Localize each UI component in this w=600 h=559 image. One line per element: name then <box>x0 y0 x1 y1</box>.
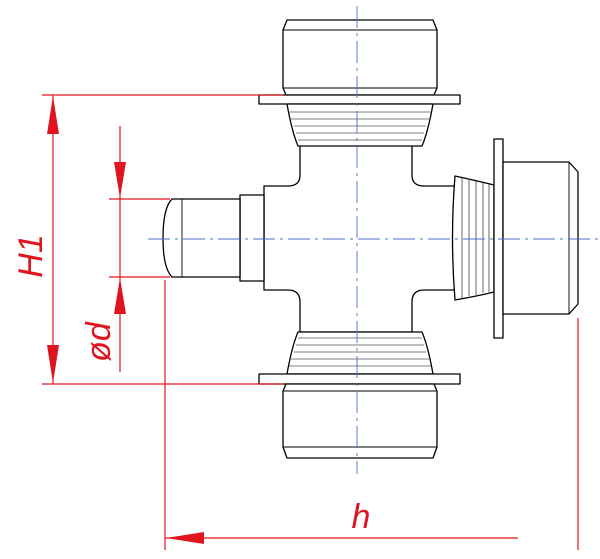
bottom-bearing-cup <box>258 331 461 459</box>
cross-body <box>263 144 456 333</box>
universal-joint-cross <box>148 6 598 474</box>
top-bearing-cup <box>258 19 461 147</box>
dimension-diameter <box>109 126 170 372</box>
left-journal <box>162 194 265 282</box>
dimension-length <box>164 280 579 550</box>
bottom-flange <box>258 373 461 385</box>
label-h1: H1 <box>12 234 50 277</box>
dimension-h1 <box>42 94 283 385</box>
right-bearing-cup <box>451 138 579 339</box>
label-length: h <box>352 498 371 536</box>
label-diameter: ød <box>80 321 118 362</box>
top-flange <box>258 94 461 105</box>
right-flange <box>493 138 504 339</box>
